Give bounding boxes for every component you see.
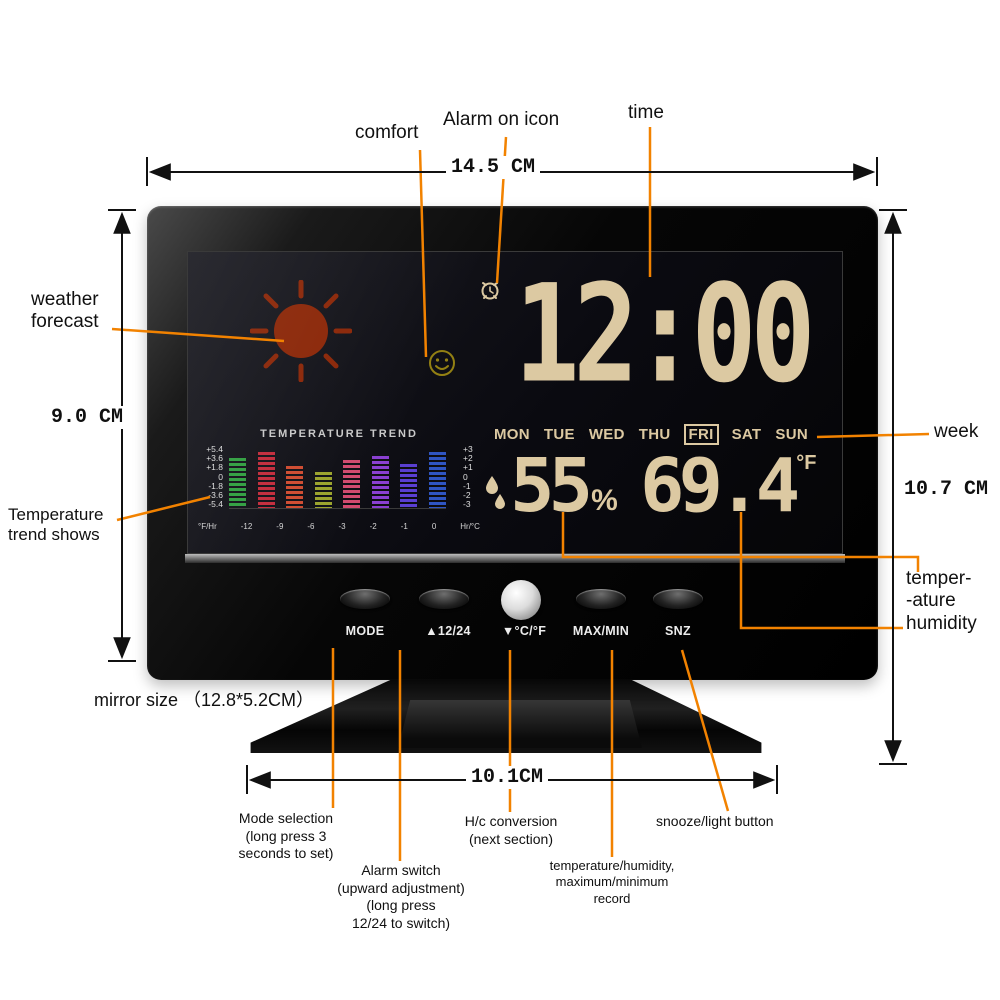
trend-right-scale-item: -1 (463, 480, 471, 491)
trend-bar (229, 458, 246, 508)
trend-x-axis: °F/Hr -12 -9 -6 -3 -2 -1 0 Hr/°C (196, 522, 482, 531)
trend-x-label: -1 (400, 522, 408, 531)
alarm-12-24-button-label: ▲12/24 (425, 624, 471, 638)
trend-title: TEMPERATURE TREND (260, 428, 418, 440)
snz-button-label: SNZ (665, 624, 691, 638)
callout-alarm-switch: Alarm switch (upward adjustment) (long p… (337, 862, 465, 931)
trend-unit-left: °F/Hr (198, 522, 217, 531)
trend-right-scale: +3 +2 +1 0 -1 -2 -3 (463, 444, 481, 510)
callout-temperature-trend: Temperature trend shows (8, 505, 104, 545)
humidity-unit: % (591, 484, 618, 517)
trend-left-scale: +5.4 +3.6 +1.8 0 -1.8 -3.6 -5.4 (198, 444, 223, 510)
day-sat: SAT (731, 426, 762, 443)
callout-time: time (628, 102, 664, 123)
trend-bar (400, 464, 418, 508)
callout-comfort: comfort (355, 122, 419, 143)
trend-right-scale-item: +3 (463, 444, 473, 454)
trend-left-scale-item: -1.8 (208, 480, 223, 491)
trend-x-label: -2 (369, 522, 377, 531)
mode-button-label: MODE (345, 624, 385, 638)
snooze-button (653, 589, 703, 609)
trend-x-label: -12 (240, 522, 253, 531)
trend-bar (314, 472, 332, 508)
trend-left-scale-item: -5.4 (208, 499, 223, 510)
callout-week: week (934, 421, 979, 442)
trend-unit-right: Hr/°C (460, 522, 480, 531)
trend-left-scale-item: +3.6 (206, 453, 223, 464)
callout-mode-selection: Mode selection (long press 3 seconds to … (238, 810, 334, 861)
callout-temp-humidity-record: temperature/humidity, maximum/minimum re… (549, 858, 675, 906)
c-f-conversion-button (501, 580, 541, 620)
screen-bezel-lip (185, 554, 845, 563)
trend-left-scale-item: -3.6 (208, 490, 223, 501)
week-row: MON TUE WED THU FRI SAT SUN (494, 424, 808, 445)
trend-bar (371, 456, 389, 508)
max-min-button-label: MAX/MIN (572, 624, 630, 638)
humidity-readout: 55 % (484, 443, 618, 529)
temperature-unit: °F (796, 452, 817, 474)
lcd-screen: 12:00 MON TUE WED THU FRI SAT SUN 55 % 6… (187, 251, 843, 554)
temperature-readout: 69.4 °F (640, 443, 817, 529)
trend-right-scale-item: -3 (463, 499, 471, 510)
callout-mirror-size: mirror size （12.8*5.2CM） (94, 690, 315, 710)
c-f-button-label: ▼°C/°F (501, 624, 547, 638)
trend-bar (286, 466, 304, 508)
day-wed: WED (588, 426, 625, 443)
day-thu: THU (638, 426, 671, 443)
mode-button (340, 589, 390, 609)
sun-icon (250, 280, 352, 382)
trend-x-label: -6 (307, 522, 315, 531)
callout-snooze: snooze/light button (656, 813, 774, 829)
trend-bars (229, 447, 446, 509)
time-display: 12:00 (514, 256, 815, 413)
trend-left-scale-item: 0 (218, 471, 223, 482)
temperature-value: 69.4 (640, 443, 800, 529)
trend-bar (257, 452, 275, 508)
dimension-top-width: 14.5 CM (446, 156, 541, 179)
humidity-value: 55 (510, 443, 593, 529)
trend-left-scale-item: +1.8 (206, 462, 223, 473)
trend-bar (428, 452, 446, 508)
day-sun: SUN (775, 426, 808, 443)
alarm-on-icon (481, 282, 499, 300)
trend-x-label: -3 (338, 522, 346, 531)
callout-hc-conversion: H/c conversion (next section) (464, 813, 558, 847)
trend-x-label: -9 (276, 522, 284, 531)
trend-right-scale-item: 0 (463, 471, 468, 482)
day-tue: TUE (543, 426, 575, 443)
humidity-drops-icon (486, 476, 505, 509)
dimension-bottom-width: 10.1CM (466, 766, 549, 789)
trend-right-scale-item: +1 (463, 462, 473, 473)
clock-stand-plate (398, 700, 642, 748)
comfort-smiley-icon (429, 350, 455, 376)
alarm-12-24-button (419, 589, 469, 609)
trend-right-scale-item: +2 (463, 453, 473, 464)
trend-bar (343, 460, 361, 508)
callout-alarm-on-icon: Alarm on icon (443, 109, 560, 130)
trend-right-scale-item: -2 (463, 490, 471, 501)
callout-temp-humidity: temper- -ature humidity (906, 568, 977, 634)
day-fri: FRI (683, 424, 719, 445)
day-mon: MON (494, 426, 530, 443)
callout-weather-forecast: weather forecast (31, 289, 99, 333)
trend-left-scale-item: +5.4 (206, 444, 223, 454)
dimension-left-height: 9.0 CM (46, 406, 129, 429)
temperature-trend-panel: TEMPERATURE TREND +5.4 +3.6 +1.8 0 -1.8 … (196, 420, 482, 534)
trend-x-label: 0 (431, 522, 437, 531)
max-min-button (576, 589, 626, 609)
dimension-right-height: 10.7 CM (899, 478, 994, 501)
